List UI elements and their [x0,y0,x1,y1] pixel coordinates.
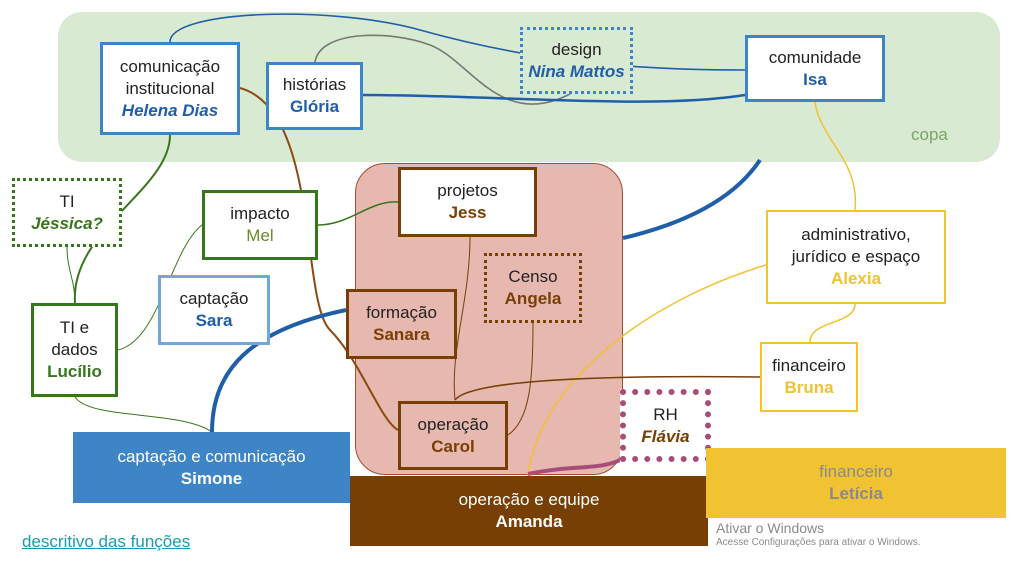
role: design [551,39,602,59]
descritivo-link[interactable]: descritivo das funções [22,532,191,551]
role: TI e dados [51,318,98,359]
person: Jéssica? [31,213,103,233]
person: Jess [448,203,487,222]
role: financeiro [819,462,893,481]
role: Censo [508,267,558,286]
person: Glória [289,97,340,116]
person: Carol [431,436,475,456]
connector [74,396,213,433]
connector [527,264,767,477]
person: Simone [180,468,243,488]
role: impacto [230,204,290,223]
person: Isa [803,69,827,89]
connector [507,322,534,436]
person: Mel [246,226,274,245]
person: Alexia [830,269,882,288]
role: captação [179,289,249,308]
person: Angela [504,289,562,308]
watermark-text: Acesse Configurações para ativar o Windo… [716,536,921,548]
role: financeiro [772,356,846,375]
person: Letícia [829,484,883,503]
windows-watermark: Ativar o Windows Acesse Configurações pa… [716,520,1016,549]
role: RH [653,404,678,424]
person: Helena Dias [121,100,219,120]
connector [622,158,762,240]
connector [317,201,399,226]
connector [362,93,746,103]
role: TI [59,191,75,211]
role: operação e equipe [458,490,600,509]
role: comunidade [768,47,862,67]
person: Amanda [495,512,563,531]
connector [169,13,746,71]
connector [527,458,621,476]
connector [454,375,761,401]
role: projetos [437,181,498,200]
watermark-title: Ativar o Windows [716,520,825,536]
role: operação [417,414,489,434]
person: Flávia [641,426,690,446]
copa-label: copa [911,125,948,144]
role: histórias [282,75,347,94]
role: formação [366,303,437,322]
connector [814,101,857,211]
connector [809,303,856,343]
person: Nina Mattos [528,61,625,81]
connector [314,34,571,105]
person: Sara [195,311,233,330]
person: Lucílio [47,362,102,381]
role: comunicação institucional [119,56,221,98]
role: captação e comunicação [117,446,306,466]
connector [453,236,471,401]
person: Sanara [373,325,430,344]
role: administrativo, jurídico e espaço [791,225,921,266]
connector [66,246,76,304]
connector [210,308,347,433]
person: Bruna [784,378,834,397]
